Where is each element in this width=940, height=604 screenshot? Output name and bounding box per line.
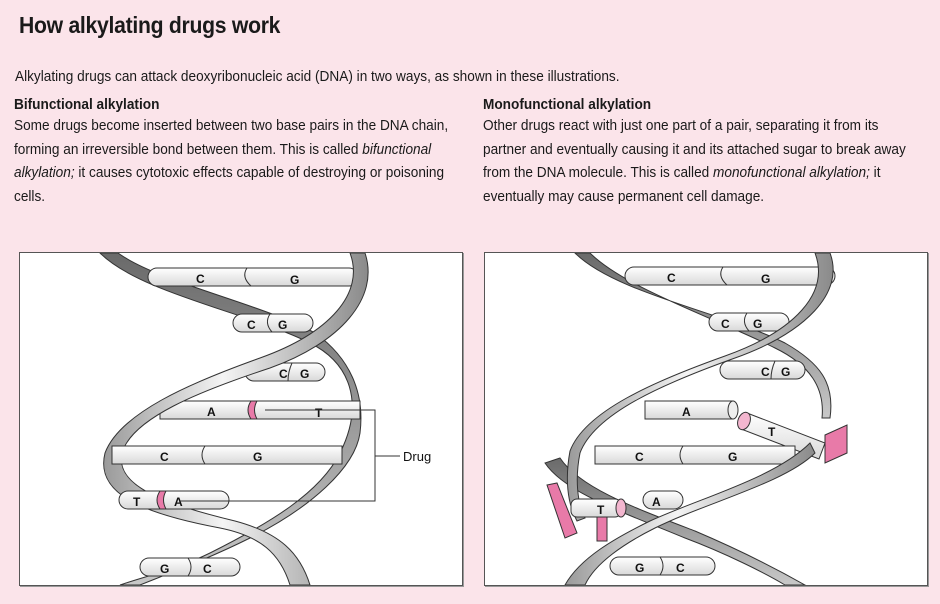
intro-text: Alkylating drugs can attack deoxyribonuc… xyxy=(15,69,620,85)
monofunctional-heading: Monofunctional alkylation xyxy=(483,97,652,113)
base-pair: T A xyxy=(118,490,230,510)
base-pair: C G xyxy=(147,267,359,287)
base-label: A xyxy=(652,495,661,509)
base-pair: G C xyxy=(609,556,716,576)
bifunctional-diagram: C G C G C G A T C G xyxy=(19,252,463,586)
base-label: C xyxy=(279,367,288,381)
base-pair-broken: A xyxy=(644,400,739,420)
base-label: G xyxy=(635,561,644,575)
front-strand xyxy=(566,253,834,522)
desc-part: it eventually may cause permanent cell d… xyxy=(483,165,881,205)
front-strand xyxy=(103,253,369,585)
dna-helix-monofunctional: C G C G C G A T C xyxy=(544,253,848,585)
base-pair: C G xyxy=(594,445,796,465)
bifunctional-section: Bifunctional alkylation Some drugs becom… xyxy=(14,95,464,209)
base-label: G xyxy=(753,317,762,331)
dna-helix-bifunctional: C G C G C G A T C G xyxy=(99,253,431,585)
desc-part: Some drugs become inserted between two b… xyxy=(14,118,449,158)
desc-part: Other drugs react with just one part of … xyxy=(483,118,906,181)
desc-part: it causes cytotoxic effects capable of d… xyxy=(14,165,445,205)
monofunctional-description: Other drugs react with just one part of … xyxy=(483,115,925,209)
base-label: G xyxy=(761,272,770,286)
base-label: G xyxy=(290,273,299,287)
front-strand-lower xyxy=(564,442,816,585)
base-label: C xyxy=(196,272,205,286)
detached-base-left: T xyxy=(546,482,627,542)
detached-base: T xyxy=(737,411,848,464)
drug-label: Drug xyxy=(403,449,431,464)
base-label: T xyxy=(597,503,605,517)
base-pair: C G xyxy=(708,312,790,332)
base-label: C xyxy=(160,450,169,464)
drug-crosslink xyxy=(156,490,167,510)
base-pair: C G xyxy=(624,266,836,286)
base-label: C xyxy=(721,317,730,331)
monofunctional-section: Monofunctional alkylation Other drugs re… xyxy=(483,95,933,209)
bifunctional-heading: Bifunctional alkylation xyxy=(14,97,160,113)
base-label: C xyxy=(247,318,256,332)
base-label: T xyxy=(768,425,776,439)
base-label: G xyxy=(278,318,287,332)
base-pair: G C xyxy=(139,557,241,577)
base-label: G xyxy=(781,365,790,379)
back-strand-upper xyxy=(574,253,832,419)
base-label: A xyxy=(174,495,183,509)
sugar-fragment xyxy=(546,482,578,539)
sugar-fragment xyxy=(596,516,608,542)
back-strand-lower xyxy=(544,457,807,585)
monofunctional-diagram: C G C G C G A T C xyxy=(484,252,928,586)
base-label: G xyxy=(728,450,737,464)
base-label: C xyxy=(203,562,212,576)
base-label: T xyxy=(315,406,323,420)
base-label: T xyxy=(133,495,141,509)
base-label: C xyxy=(761,365,770,379)
base-label: G xyxy=(160,562,169,576)
base-label: A xyxy=(682,405,691,419)
base-label: C xyxy=(667,271,676,285)
base-label: A xyxy=(207,405,216,419)
term-italic: bifunctional alkylation; xyxy=(14,141,432,182)
base-label: G xyxy=(253,450,262,464)
base-pair: C G xyxy=(719,360,806,380)
page-title: How alkylating drugs work xyxy=(19,12,281,38)
drug-crosslink xyxy=(247,400,258,420)
base-label: C xyxy=(676,561,685,575)
base-label: G xyxy=(300,367,309,381)
base-label: C xyxy=(635,450,644,464)
bifunctional-description: Some drugs become inserted between two b… xyxy=(14,115,456,209)
term-italic: monofunctional alkylation; xyxy=(713,165,870,181)
base-pair-broken: A xyxy=(642,490,684,510)
base-pair: C G xyxy=(232,313,314,333)
base-pair: C G xyxy=(111,445,343,465)
sugar-fragment xyxy=(824,424,848,464)
